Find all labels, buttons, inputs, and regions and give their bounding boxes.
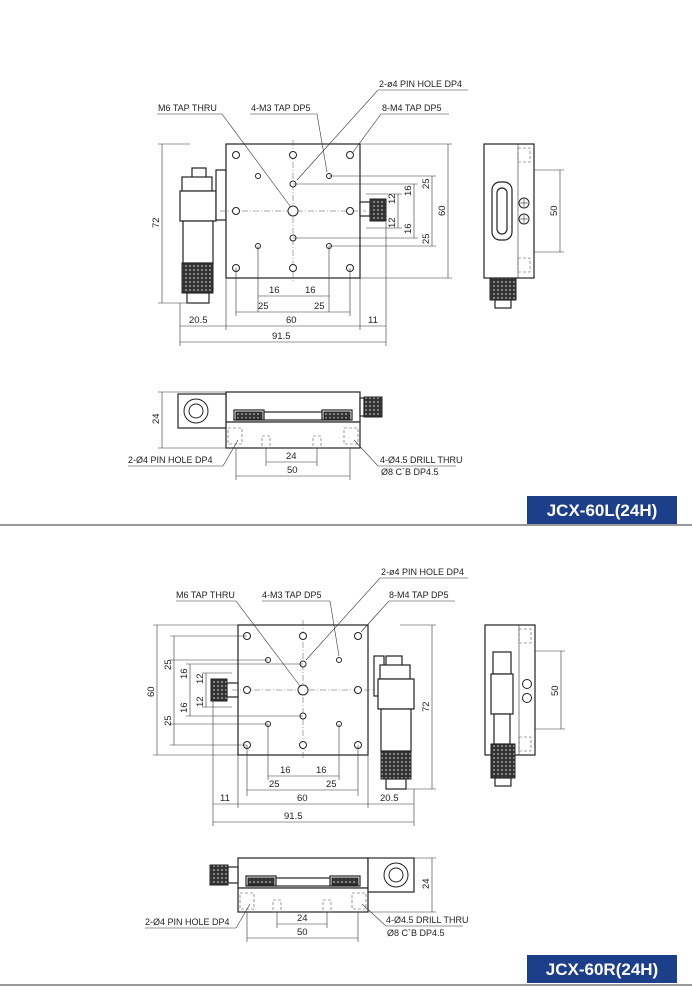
- plan-view-60l: M6 TAP THRU 4-M3 TAP DP5 2-ø4 PIN HOLE D…: [151, 79, 468, 346]
- dim-25-right: 25: [314, 301, 325, 312]
- dim-16-lower: 16: [403, 223, 414, 234]
- end-view-60l: 50: [483, 143, 564, 309]
- callout-m3-60r: 4-M3 TAP DP5: [262, 590, 322, 600]
- callout-m3: 4-M3 TAP DP5: [251, 103, 311, 113]
- dim-91-5: 91.5: [272, 331, 291, 342]
- dim-12-upper-60r: 12: [195, 673, 206, 684]
- model-title-60r: JCX-60R(24H): [546, 960, 658, 979]
- dim-16-right-60r: 16: [316, 765, 327, 776]
- side-callout-cb-60r: Ø8 C`B DP4.5: [387, 928, 445, 938]
- dim-11: 11: [368, 315, 378, 326]
- dim-25-right-60r: 25: [326, 779, 337, 790]
- dim-25-lower-60r: 25: [163, 715, 174, 726]
- dim-16-left-60r: 16: [280, 765, 291, 776]
- callout-m4: 8-M4 TAP DP5: [382, 103, 442, 113]
- side-view-60r: 24 24 50 2-Ø4 PIN HOLE DP4 4-Ø4.5 DRILL …: [145, 857, 469, 942]
- dim-16-lower-60r: 16: [179, 702, 190, 713]
- dim-60-horizontal: 60: [286, 315, 297, 326]
- side-callout-drill-60r: 4-Ø4.5 DRILL THRU: [386, 915, 469, 925]
- callout-m6-60r: M6 TAP THRU: [176, 590, 235, 600]
- dim-50-width: 50: [287, 465, 298, 476]
- plan-view-60r: M6 TAP THRU 4-M3 TAP DP5 2-ø4 PIN HOLE D…: [146, 567, 468, 826]
- callout-m6: M6 TAP THRU: [158, 103, 217, 113]
- dim-12-upper: 12: [387, 193, 398, 204]
- dim-50-width-60r: 50: [297, 927, 308, 938]
- dim-25-lower: 25: [421, 233, 432, 244]
- model-title-60l: JCX-60L(24H): [547, 501, 658, 520]
- callout-pin-60r: 2-ø4 PIN HOLE DP4: [381, 567, 464, 577]
- dim-60-vertical: 60: [437, 205, 448, 216]
- dim-25-left: 25: [258, 301, 269, 312]
- dim-25-left-60r: 25: [269, 779, 280, 790]
- callout-m4-60r: 8-M4 TAP DP5: [389, 590, 449, 600]
- drawing-jcx-60l: M6 TAP THRU 4-M3 TAP DP5 2-ø4 PIN HOLE D…: [128, 79, 677, 524]
- dim-50-end: 50: [549, 205, 560, 216]
- end-view-60r: 50: [484, 624, 565, 787]
- dim-12-lower-60r: 12: [195, 696, 206, 707]
- dim-72: 72: [151, 217, 162, 228]
- callout-pin: 2-ø4 PIN HOLE DP4: [379, 79, 462, 89]
- model-badge-60r: [527, 955, 677, 983]
- dim-20-5-60r: 20.5: [380, 793, 399, 804]
- dim-91-5-60r: 91.5: [284, 811, 303, 822]
- dim-16-upper: 16: [403, 185, 414, 196]
- model-badge-60l: [527, 496, 677, 524]
- dim-16-left: 16: [269, 285, 280, 296]
- dim-60-horizontal-60r: 60: [297, 793, 308, 804]
- side-view-60l: 24 24 50 2-Ø4 PIN HOLE DP4 4-Ø4.5 DRILL …: [128, 391, 463, 480]
- dim-12-lower: 12: [387, 217, 398, 228]
- m6-tap-hole: [287, 205, 299, 217]
- m6-tap-hole-60r: [297, 684, 309, 696]
- dim-24-height-60r: 24: [421, 878, 432, 889]
- drawing-jcx-60r: M6 TAP THRU 4-M3 TAP DP5 2-ø4 PIN HOLE D…: [145, 567, 677, 983]
- dim-72-60r: 72: [421, 701, 432, 712]
- dim-20-5: 20.5: [189, 315, 208, 326]
- side-callout-pin-60r: 2-Ø4 PIN HOLE DP4: [145, 917, 230, 927]
- dim-16-right: 16: [305, 285, 316, 296]
- side-callout-pin: 2-Ø4 PIN HOLE DP4: [128, 455, 213, 465]
- dim-24-width: 24: [286, 451, 297, 462]
- dim-16-upper-60r: 16: [179, 668, 190, 679]
- dim-11-60r: 11: [220, 793, 230, 804]
- side-callout-cb: Ø8 C`B DP4.5: [381, 467, 439, 477]
- dim-24-width-60r: 24: [297, 913, 308, 924]
- dim-50-end-60r: 50: [550, 685, 561, 696]
- side-callout-drill: 4-Ø4.5 DRILL THRU: [380, 455, 463, 465]
- dim-24-height: 24: [151, 413, 162, 424]
- dim-25-upper-60r: 25: [163, 659, 174, 670]
- dim-60-vertical-60r: 60: [146, 686, 157, 697]
- dim-25-upper: 25: [421, 178, 432, 189]
